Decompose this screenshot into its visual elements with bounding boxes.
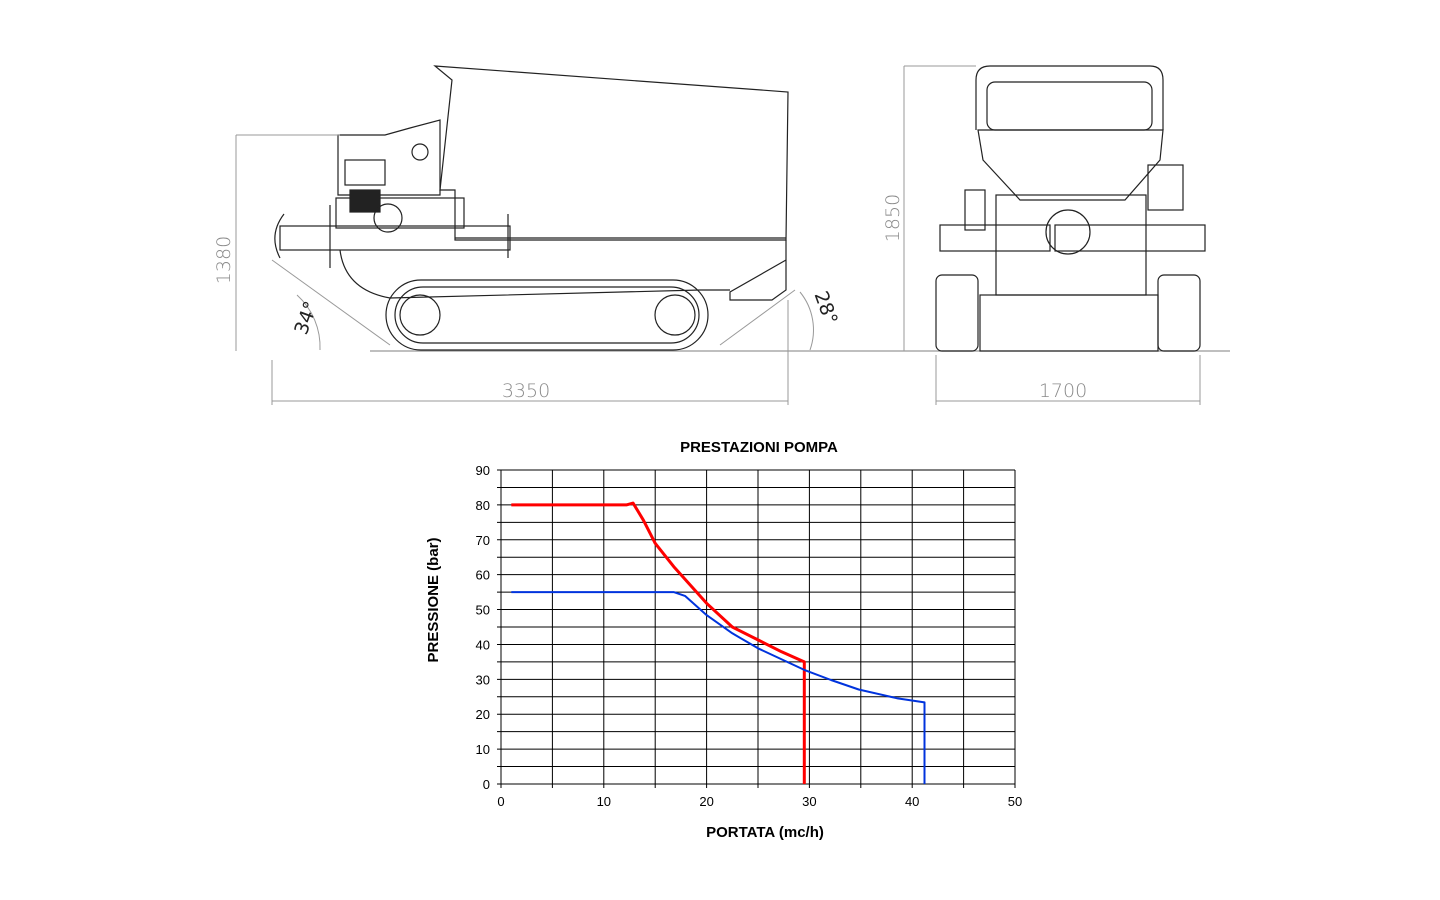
y-tick-label: 90	[476, 463, 490, 478]
chart-title: PRESTAZIONI POMPA	[680, 439, 838, 456]
y-tick-label: 70	[476, 533, 490, 548]
chart-series	[511, 501, 926, 784]
x-tick-label: 20	[699, 794, 713, 809]
series-line-blue	[511, 591, 926, 784]
front-view-drawing	[903, 65, 1206, 405]
y-tick-label: 80	[476, 498, 490, 513]
series-line-red	[511, 501, 806, 784]
x-tick-label: 0	[497, 794, 504, 809]
y-tick-label: 0	[483, 777, 490, 792]
rear-angle-label: 28°	[810, 288, 842, 327]
side-length-dimension: 3350	[502, 380, 550, 402]
x-tick-label: 50	[1008, 794, 1022, 809]
x-tick-label: 40	[905, 794, 919, 809]
front-height-dimension: 1850	[882, 194, 904, 242]
y-tick-label: 60	[476, 568, 490, 583]
y-tick-label: 30	[476, 672, 490, 687]
x-tick-label: 30	[802, 794, 816, 809]
front-angle-label: 34°	[290, 298, 322, 337]
y-tick-label: 10	[476, 742, 490, 757]
y-axis-label: PRESSIONE (bar)	[425, 537, 442, 662]
front-width-dimension: 1700	[1039, 380, 1087, 402]
pump-performance-chart: PRESTAZIONI POMPA PRESSIONE (bar) PORTAT…	[425, 439, 1022, 841]
chart-tick-labels: 0 10 20 30 40 50 0 10 20 30 40 50 60 70 80 90	[476, 463, 1023, 809]
x-tick-label: 10	[597, 794, 611, 809]
y-tick-label: 50	[476, 603, 490, 618]
side-height-dimension: 1380	[213, 236, 235, 284]
x-axis-label: PORTATA (mc/h)	[706, 824, 824, 841]
side-view-drawing	[235, 65, 1230, 405]
y-tick-label: 20	[476, 707, 490, 722]
chart-grid	[497, 469, 1016, 788]
y-tick-label: 40	[476, 637, 490, 652]
